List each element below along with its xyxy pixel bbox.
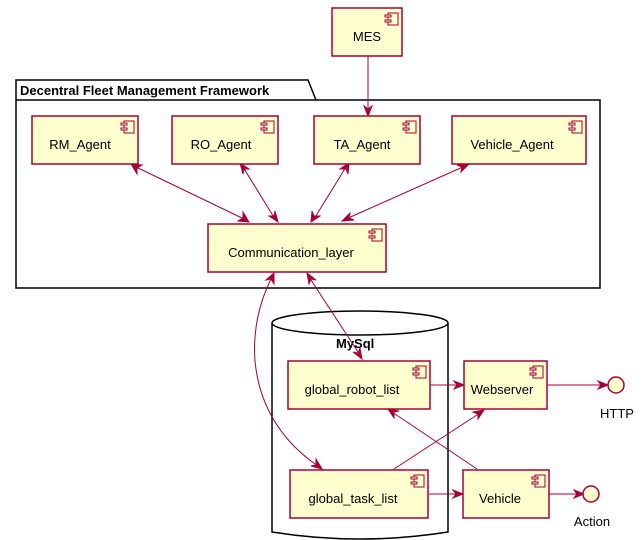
edges xyxy=(130,56,610,500)
arrowhead xyxy=(452,379,466,391)
edge-ta-comm xyxy=(313,166,347,220)
edge-vehicle-robot-list xyxy=(391,411,478,470)
component-label: TA_Agent xyxy=(334,137,391,152)
component-vehicle[interactable]: Vehicle xyxy=(462,469,550,519)
arrowhead xyxy=(310,210,322,223)
component-label: Vehicle xyxy=(479,491,521,506)
edge-comm-robot-list xyxy=(308,276,361,356)
component-ro-agent[interactable]: RO_Agent xyxy=(171,115,279,165)
interface-label: Action xyxy=(574,514,610,529)
component-label: Vehicle_Agent xyxy=(470,137,554,152)
arrowhead xyxy=(267,210,279,224)
component-label: global_task_list xyxy=(309,491,398,506)
interface-http[interactable]: HTTP xyxy=(600,376,634,421)
edge-comm-task-list xyxy=(254,276,319,467)
component-global-task-list[interactable]: global_task_list xyxy=(289,469,429,519)
arrowhead xyxy=(306,271,317,286)
arrowhead xyxy=(338,162,350,175)
component-label: Webserver xyxy=(471,382,534,397)
interface-circle-icon xyxy=(607,376,625,394)
arrowhead xyxy=(310,457,324,470)
component-webserver[interactable]: Webserver xyxy=(463,360,548,410)
component-label: global_robot_list xyxy=(305,382,400,397)
edge-vehicle-agent-comm xyxy=(345,165,466,220)
arrowhead xyxy=(236,210,250,223)
arrowhead xyxy=(596,379,610,391)
component-rm-agent[interactable]: RM_Agent xyxy=(31,115,139,165)
arrowhead xyxy=(362,104,374,118)
package-title: Decentral Fleet Management Framework xyxy=(20,83,270,98)
interface-action[interactable]: Action xyxy=(574,485,610,529)
component-communication-layer[interactable]: Communication_layer xyxy=(207,223,387,273)
arrowhead xyxy=(471,409,486,421)
arrowhead xyxy=(451,488,465,500)
interface-label: HTTP xyxy=(600,406,634,421)
component-label: MES xyxy=(353,29,382,44)
component-label: RO_Agent xyxy=(191,137,252,152)
component-vehicle-agent[interactable]: Vehicle_Agent xyxy=(451,115,587,165)
arrowhead xyxy=(239,161,251,175)
database-title: MySql xyxy=(336,336,374,351)
edge-rm-comm xyxy=(133,165,245,220)
arrowhead xyxy=(386,408,400,420)
component-label: RM_Agent xyxy=(49,137,111,152)
arrowhead xyxy=(340,211,355,222)
arrowhead xyxy=(352,346,363,361)
interface-circle-icon xyxy=(582,485,600,503)
edge-task-list-webserver xyxy=(393,412,481,470)
arrowhead xyxy=(264,271,275,286)
component-mes[interactable]: MES xyxy=(331,7,403,57)
component-global-robot-list[interactable]: global_robot_list xyxy=(287,360,431,410)
arrowhead xyxy=(572,488,586,500)
edge-ro-comm xyxy=(242,166,276,220)
component-label: Communication_layer xyxy=(228,245,354,260)
component-ta-agent[interactable]: TA_Agent xyxy=(313,115,421,165)
